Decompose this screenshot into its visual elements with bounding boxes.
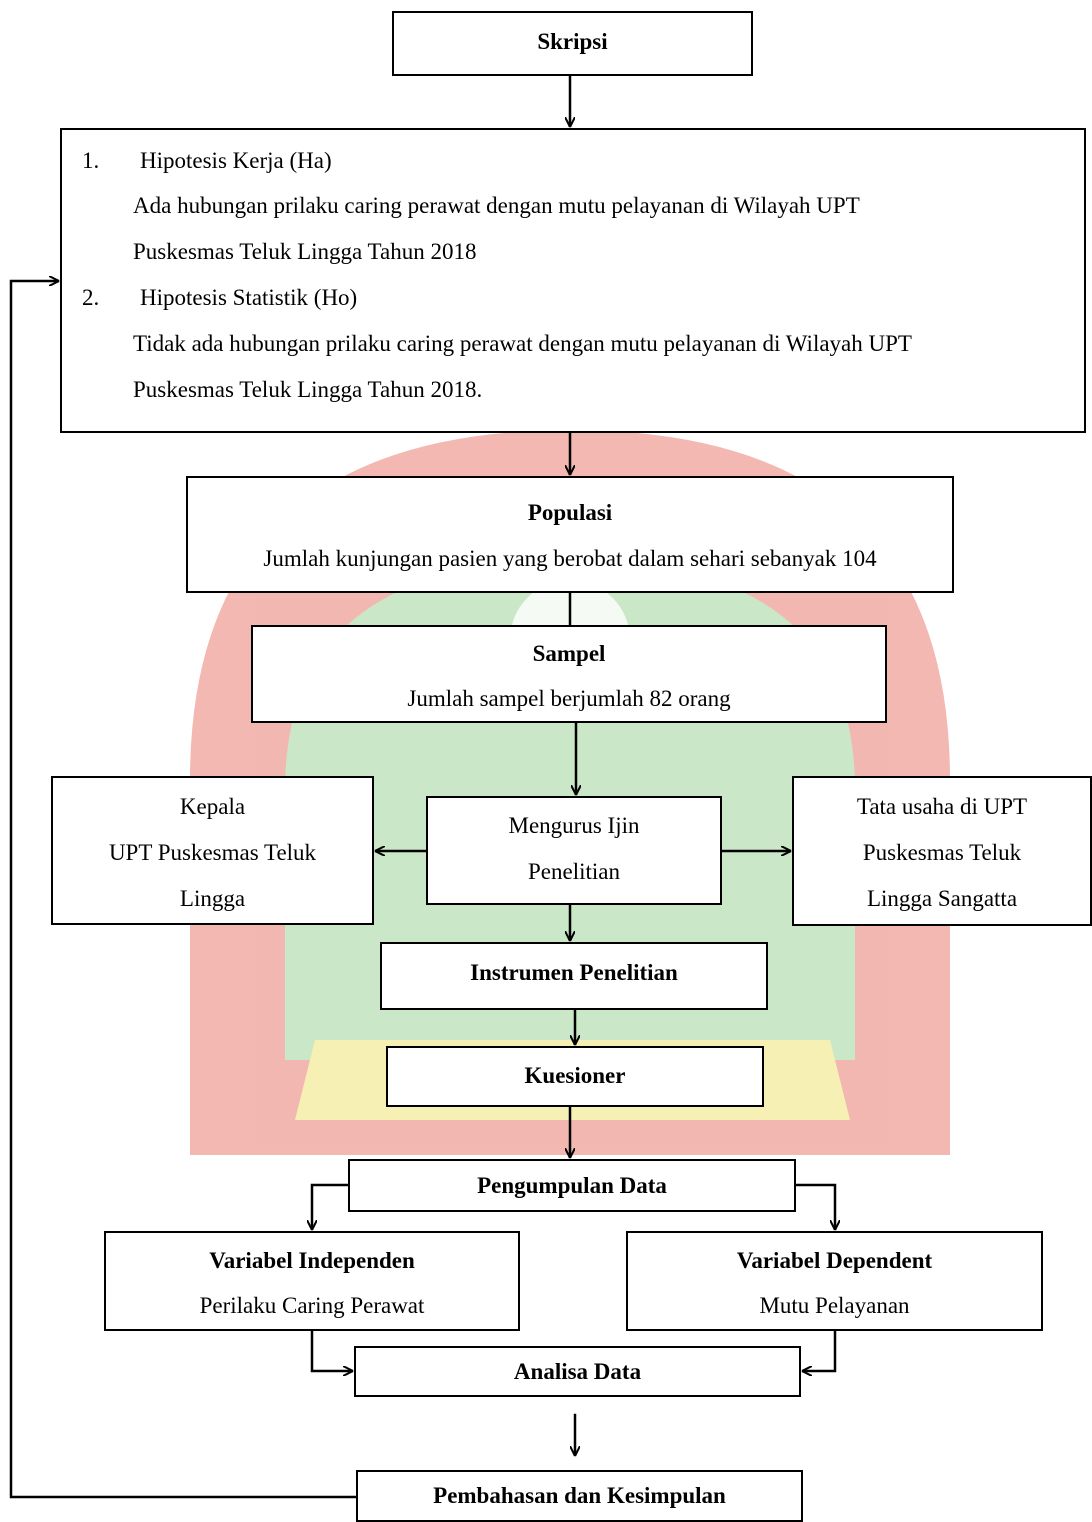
pengumpulan-title: Pengumpulan Data (477, 1173, 667, 1198)
sampel-box: Sampel Jumlah sampel berjumlah 82 orang (251, 625, 887, 723)
pembahasan-box: Pembahasan dan Kesimpulan (356, 1470, 803, 1522)
ijin-line2: Penelitian (528, 859, 620, 884)
ijin-box: Mengurus Ijin Penelitian (426, 796, 722, 905)
populasi-text: Jumlah kunjungan pasien yang berobat dal… (263, 546, 877, 571)
arrow-pengumpulan-to-dependent (794, 1183, 835, 1231)
arrow-feedback-loop (9, 281, 358, 1499)
independen-title: Variabel Independen (209, 1248, 415, 1273)
analisa-box: Analisa Data (354, 1346, 801, 1397)
skripsi-box: Skripsi (392, 11, 753, 76)
kepala-line2: UPT Puskesmas Teluk (108, 840, 317, 865)
analisa-title: Analisa Data (513, 1359, 642, 1384)
tata-usaha-box: Tata usaha di UPT Puskesmas Teluk Lingga… (792, 776, 1092, 926)
tata-usaha-line1: Tata usaha di UPT (856, 794, 1028, 819)
hypothesis-2-heading: Hipotesis Statistik (Ho) (140, 285, 358, 310)
sampel-title: Sampel (532, 641, 606, 666)
instrumen-title: Instrumen Penelitian (470, 960, 678, 985)
sampel-text: Jumlah sampel berjumlah 82 orang (407, 686, 731, 711)
hypothesis-2-number: 2. (82, 285, 100, 310)
hypothesis-2-text-line2: Puskesmas Teluk Lingga Tahun 2018. (133, 377, 483, 402)
dependent-box: Variabel Dependent Mutu Pelayanan (626, 1231, 1043, 1331)
hypothesis-1-text-line2: Puskesmas Teluk Lingga Tahun 2018 (133, 239, 477, 264)
hypothesis-1-text-line1: Ada hubungan prilaku caring perawat deng… (133, 193, 860, 218)
populasi-box: Populasi Jumlah kunjungan pasien yang be… (186, 476, 954, 593)
ijin-line1: Mengurus Ijin (508, 813, 640, 838)
arrow-dependent-to-analisa (801, 1329, 837, 1371)
pembahasan-title: Pembahasan dan Kesimpulan (433, 1483, 726, 1508)
tata-usaha-line3: Lingga Sangatta (866, 886, 1018, 911)
kepala-line3: Lingga (179, 886, 246, 911)
dependent-title: Variabel Dependent (736, 1248, 933, 1273)
arrow-independen-to-analisa (310, 1329, 354, 1371)
tata-usaha-line2: Puskesmas Teluk (862, 840, 1022, 865)
hypothesis-1-number: 1. (82, 148, 100, 173)
populasi-title: Populasi (527, 500, 613, 525)
dependent-text: Mutu Pelayanan (759, 1293, 910, 1318)
instrumen-box: Instrumen Penelitian (380, 942, 768, 1010)
skripsi-title: Skripsi (537, 29, 608, 54)
hypothesis-2-text-line1: Tidak ada hubungan prilaku caring perawa… (133, 331, 912, 356)
kepala-line1: Kepala (179, 794, 246, 819)
independen-text: Perilaku Caring Perawat (199, 1293, 425, 1318)
kepala-box: Kepala UPT Puskesmas Teluk Lingga (51, 776, 374, 925)
hypothesis-1-heading: Hipotesis Kerja (Ha) (140, 148, 332, 173)
arrow-pengumpulan-to-independen (312, 1183, 350, 1231)
kuesioner-title: Kuesioner (524, 1063, 626, 1088)
kuesioner-box: Kuesioner (386, 1046, 764, 1107)
hypothesis-box: 1. Hipotesis Kerja (Ha) Ada hubungan pri… (60, 128, 1086, 433)
pengumpulan-box: Pengumpulan Data (348, 1159, 796, 1212)
